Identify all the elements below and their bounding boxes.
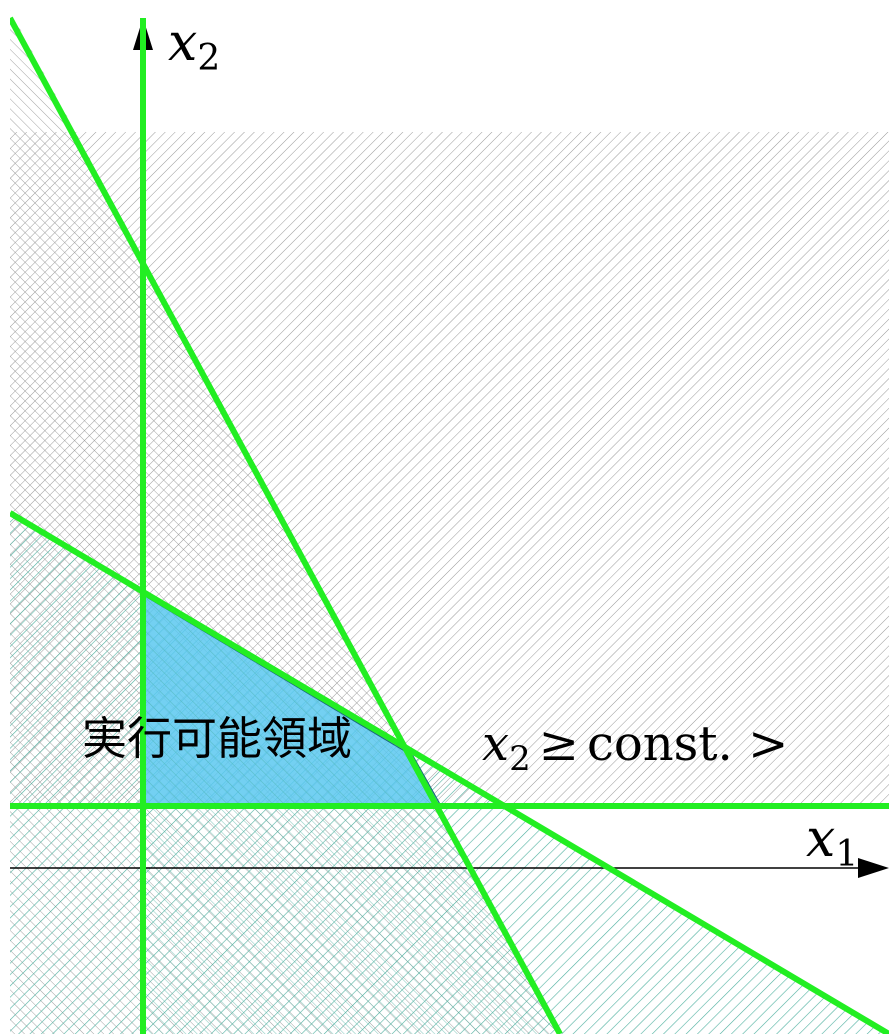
constraint-line-shallow — [10, 510, 889, 1034]
x1-axis-label: x1 — [806, 809, 858, 875]
x1-axis-arrowhead — [858, 858, 889, 878]
feasible-region-hatch — [145, 596, 441, 806]
constraint-label: x2≥const. > — [482, 716, 788, 779]
feasible-region-label: 実行可能領域 — [82, 712, 352, 765]
constraint-line-steep — [10, 16, 563, 1034]
x2-axis-label: x2 — [168, 13, 220, 79]
